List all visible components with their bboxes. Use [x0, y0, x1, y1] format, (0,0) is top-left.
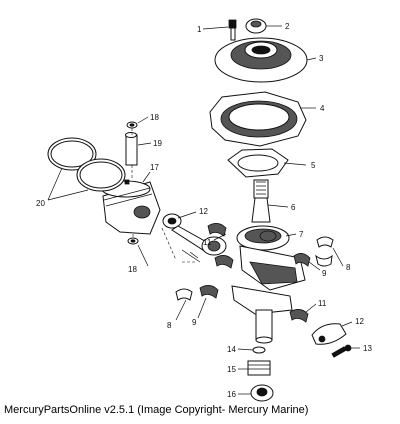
callout-2: 2 — [285, 22, 290, 31]
callout-7: 7 — [299, 230, 304, 239]
callout-5: 5 — [311, 161, 316, 170]
circlip-top-part — [126, 121, 138, 129]
circlip-bottom-part — [127, 237, 139, 245]
callout-18-bottom: 18 — [128, 265, 137, 274]
callout-12-upper: 12 — [199, 207, 208, 216]
callout-13: 13 — [363, 344, 372, 353]
callout-6: 6 — [291, 203, 296, 212]
callout-9-left: 9 — [192, 318, 197, 327]
piston-rings-part — [47, 137, 126, 192]
callout-16: 16 — [227, 390, 236, 399]
lower-seal-part — [250, 384, 274, 402]
callout-8-right: 8 — [346, 263, 351, 272]
callout-11-right: 11 — [318, 299, 327, 308]
o-ring-part — [252, 346, 266, 354]
connecting-rod-part — [162, 213, 227, 263]
bearing-half-right-part — [315, 236, 334, 267]
callout-12-lower: 12 — [355, 317, 364, 326]
callout-8-left: 8 — [167, 321, 172, 330]
roller-bearing-part — [199, 253, 311, 299]
piston-pin-part — [125, 132, 138, 166]
crankshaft-part — [231, 179, 306, 344]
callout-19: 19 — [153, 139, 162, 148]
callout-18-top: 18 — [150, 113, 159, 122]
callout-11-left: 11 — [203, 238, 212, 247]
seal-part — [245, 18, 267, 34]
leader-lines — [47, 25, 360, 395]
callout-17: 17 — [150, 163, 159, 172]
copyright-caption: MercuryPartsOnline v2.5.1 (Image Copyrig… — [4, 404, 309, 416]
callout-9-right: 9 — [322, 269, 327, 278]
bearing-half-left-part — [175, 288, 193, 301]
cap-screw-part — [331, 344, 352, 358]
main-bearing-part — [259, 230, 277, 242]
callout-20: 20 — [36, 199, 45, 208]
screw-part — [228, 19, 237, 41]
piston-part — [101, 179, 161, 235]
callout-14: 14 — [227, 345, 236, 354]
bearing-plate-part — [214, 37, 308, 83]
gasket-part — [227, 148, 289, 178]
needle-bearing-part — [207, 223, 309, 323]
rod-cap-part — [311, 323, 347, 345]
callout-15: 15 — [227, 365, 236, 374]
lower-bearing-part — [247, 360, 271, 376]
callout-3: 3 — [319, 54, 324, 63]
end-cap-part — [209, 91, 307, 147]
callout-4: 4 — [320, 104, 325, 113]
callout-1: 1 — [197, 25, 202, 34]
